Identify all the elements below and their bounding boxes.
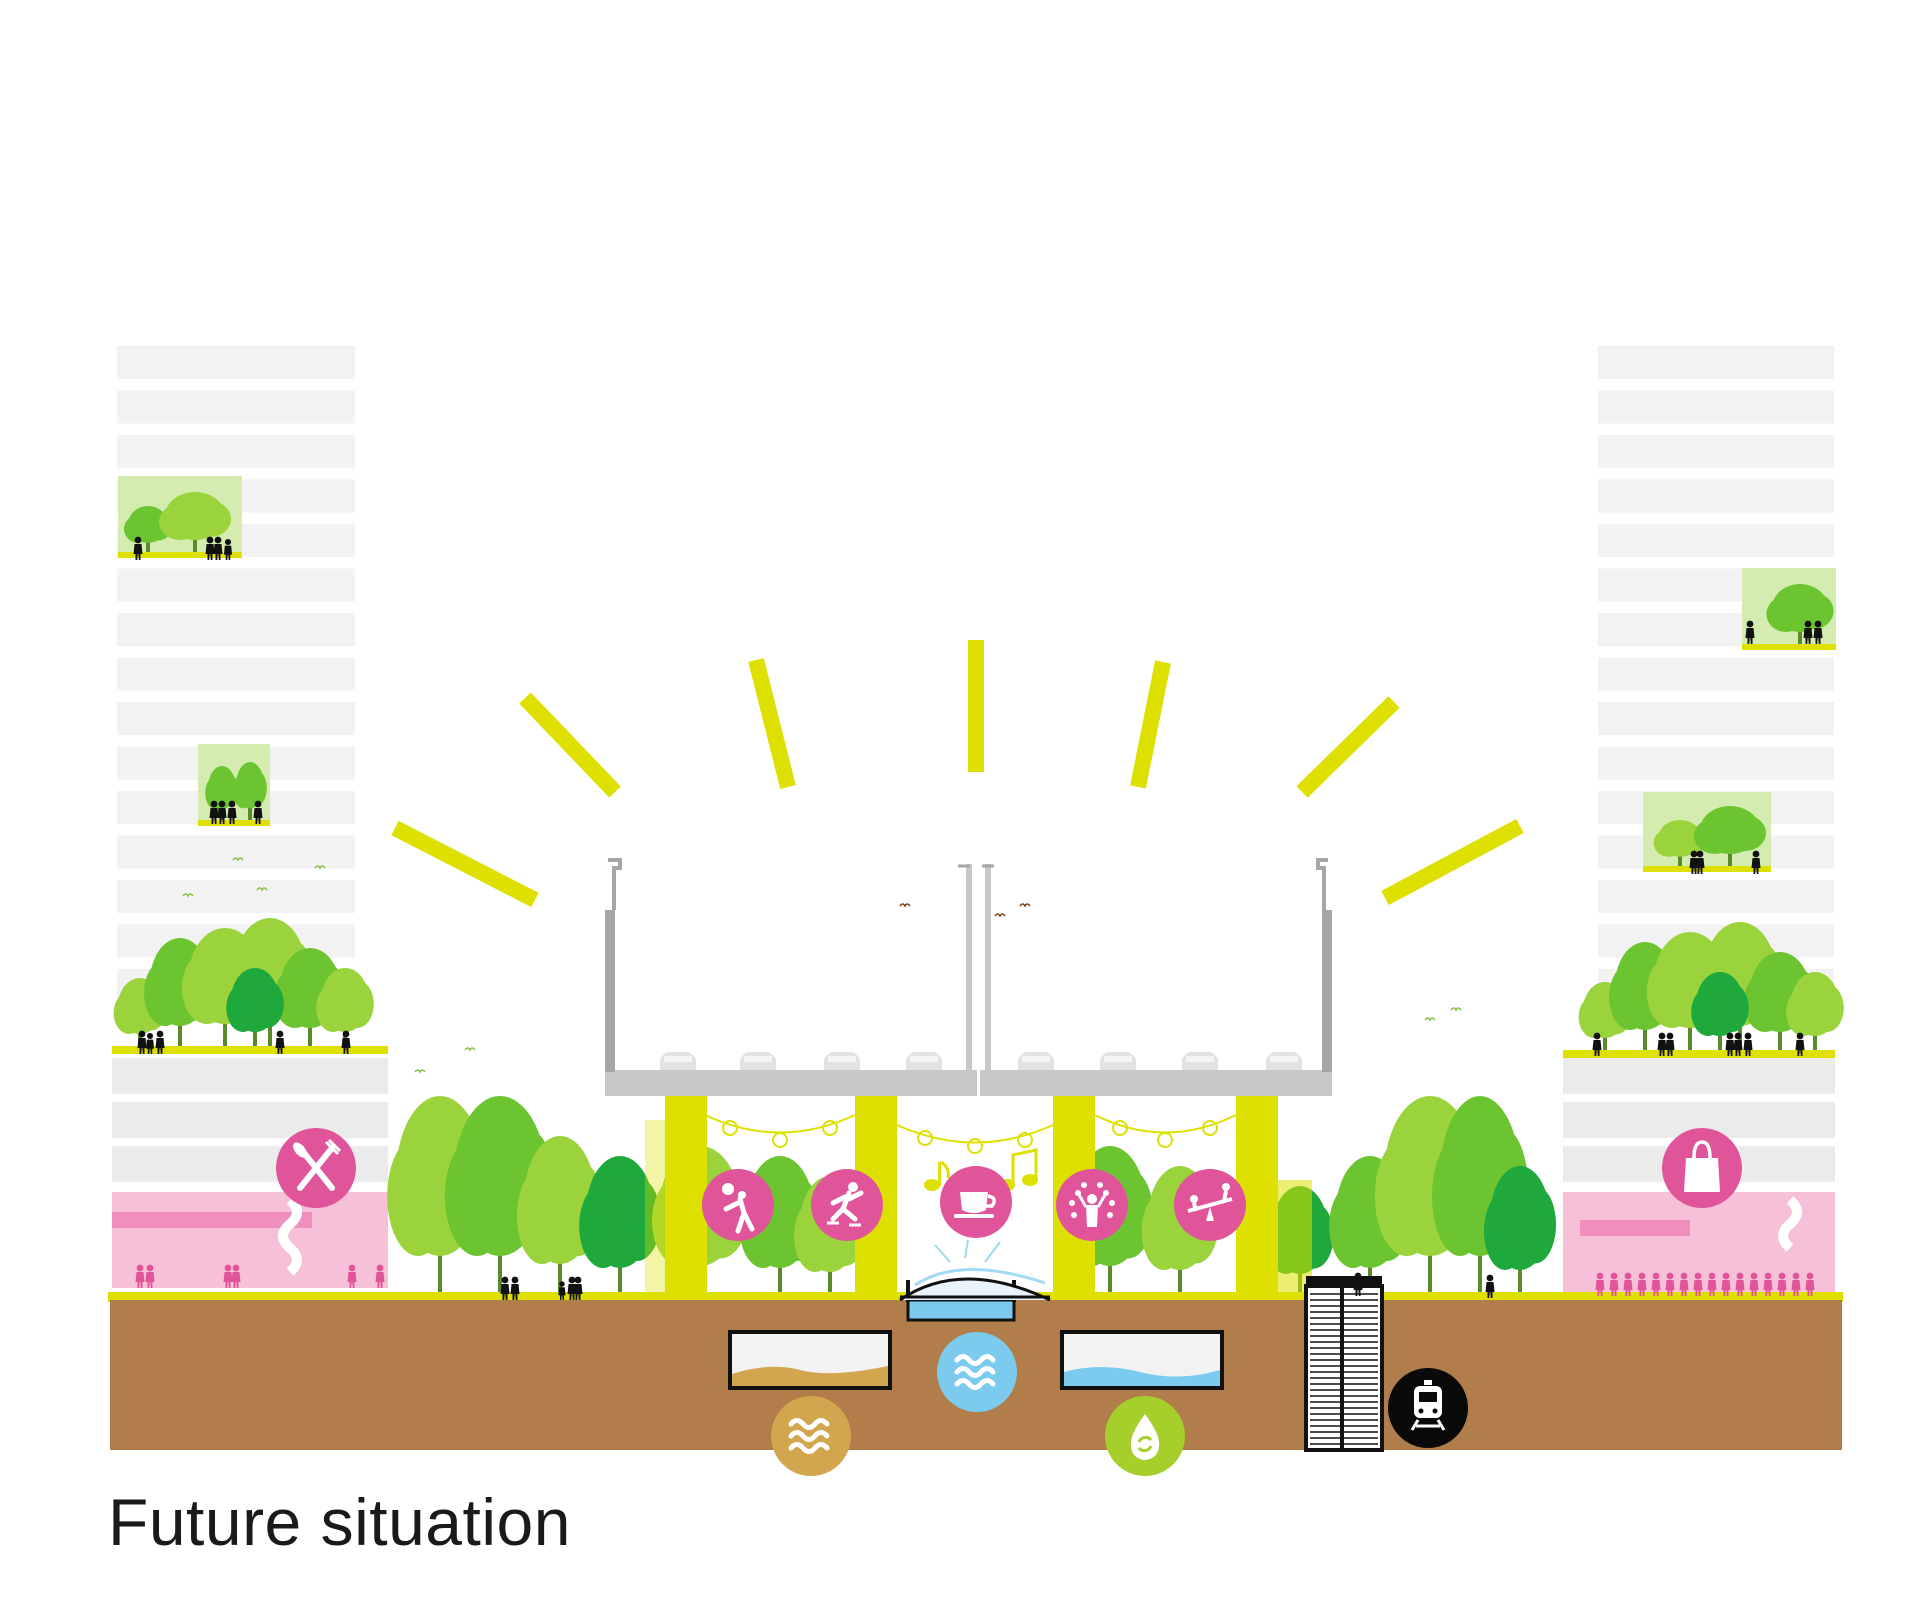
- sand-storage-tank: [728, 1330, 892, 1390]
- elevated-highway: [605, 858, 1332, 1096]
- metro-shaft: [1304, 1276, 1384, 1452]
- birds: [182, 857, 1462, 1073]
- coffee-cup-icon: [940, 1166, 1012, 1238]
- seesaw-icon: [1174, 1169, 1246, 1241]
- ball-play-icon: [702, 1169, 774, 1241]
- crowd-icon: [1056, 1169, 1128, 1241]
- left-tower: [112, 346, 388, 1288]
- pond-bridge: [899, 1239, 1051, 1322]
- sun-rays: [391, 640, 1524, 908]
- right-tower: [1563, 346, 1844, 1292]
- sand-waves-icon: [771, 1396, 851, 1476]
- diagram-caption: Future situation: [108, 1485, 571, 1559]
- fork-knife-icon: [276, 1128, 356, 1208]
- water-recycle-icon: [1105, 1396, 1185, 1476]
- skater-icon: [811, 1169, 883, 1241]
- water-storage-tank: [1060, 1330, 1224, 1390]
- light-bulbs: [722, 1120, 1218, 1154]
- train-icon: [1388, 1368, 1468, 1448]
- water-waves-icon: [937, 1332, 1017, 1412]
- string-lights: [704, 1114, 1237, 1144]
- highway-cars: [660, 1052, 1302, 1070]
- shopping-bag-icon: [1662, 1128, 1742, 1208]
